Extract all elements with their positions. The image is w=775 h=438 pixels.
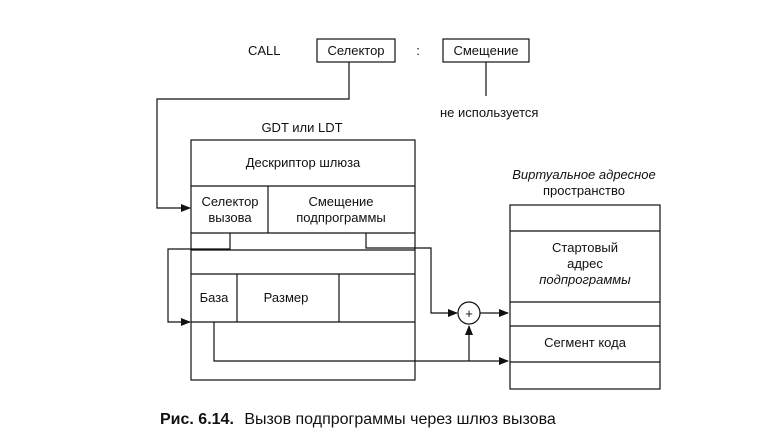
start-line3: подпрограммы (539, 272, 631, 287)
vas-title-line1: Виртуальное адресное (512, 167, 656, 182)
gate-descriptor-label: Дескриптор шлюза (246, 155, 361, 170)
base-label: База (200, 290, 230, 305)
gate-offset-arrow (365, 233, 458, 317)
call-selector-text: Селектор (327, 43, 384, 58)
selector-arrow (156, 62, 350, 212)
gate-selector-arrow (167, 233, 231, 326)
code-segment-label: Сегмент кода (544, 335, 627, 350)
gate-offset-line1: Смещение (308, 194, 373, 209)
start-line2: адрес (567, 256, 603, 271)
descriptor-table (190, 139, 416, 381)
caption-text: Вызов подпрограммы через шлюз вызова (244, 411, 556, 428)
base-arrow (213, 322, 509, 365)
adder-symbol: + (465, 306, 473, 321)
caption-number: Рис. 6.14. (160, 411, 234, 428)
call-colon: : (416, 43, 420, 58)
offset-unused-note: не используется (440, 105, 538, 120)
vas-box (509, 204, 661, 390)
vas-title-line2: пространство (543, 183, 625, 198)
table-title: GDT или LDT (261, 120, 342, 135)
size-label: Размер (264, 290, 309, 305)
call-label: CALL (248, 43, 281, 58)
start-line1: Стартовый (552, 240, 618, 255)
gate-selector-line1: Селектор (201, 194, 258, 209)
gate-offset-line2: подпрограммы (296, 210, 386, 225)
call-offset-text: Смещение (453, 43, 518, 58)
gate-selector-line2: вызова (208, 210, 252, 225)
call-selector-box (316, 38, 396, 63)
figure-caption: Рис. 6.14. Вызов подпрограммы через шлюз… (160, 411, 556, 428)
